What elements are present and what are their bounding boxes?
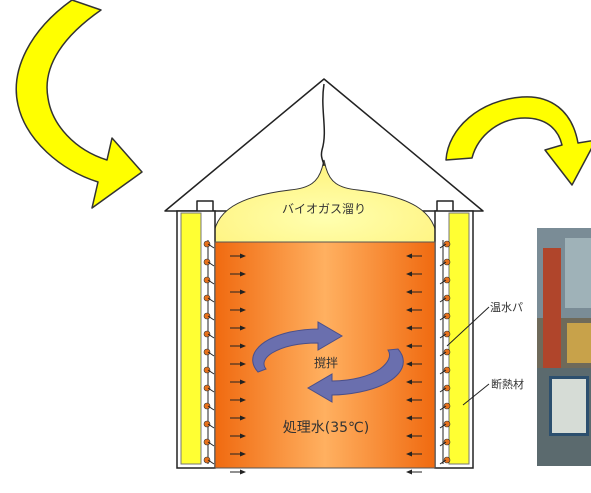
roof [164, 78, 484, 212]
heat-arrow-head [406, 379, 412, 385]
circular-arrows-icon [252, 321, 404, 403]
heater-dot [443, 348, 451, 356]
heat-arrow-head [240, 307, 246, 313]
biogas-dome [212, 159, 438, 243]
left-insulation [180, 212, 202, 465]
heat-arrow-head [406, 289, 412, 295]
heater-stub [207, 387, 215, 393]
heat-arrow-head [406, 469, 412, 475]
heater-dot [443, 384, 451, 392]
heater-dot [203, 330, 211, 338]
heat-arrow-head [406, 451, 412, 457]
heater-stub [207, 297, 215, 303]
hot-water-pipe-label: 温水パ [490, 301, 523, 314]
equipment-photo [537, 228, 591, 466]
heater-dot [443, 312, 451, 320]
heater-dot [203, 312, 211, 320]
insulation-leader [462, 383, 490, 406]
heat-arrow-head [406, 271, 412, 277]
heat-arrow-head [240, 289, 246, 295]
heater-stub [439, 315, 447, 321]
heat-arrow-head [406, 343, 412, 349]
heater-stub [439, 387, 447, 393]
hot-water-pipe-leader [446, 306, 490, 347]
heat-arrow-head [240, 361, 246, 367]
heat-arrow-head [406, 361, 412, 367]
heater-stub [439, 459, 447, 465]
right-heater-pipe [439, 240, 451, 465]
heater-stub [207, 315, 215, 321]
heat-arrow-head [406, 397, 412, 403]
heater-stub [439, 423, 447, 429]
left-curved-arrow-icon [15, 0, 143, 209]
heater-dot [443, 366, 451, 374]
heater-dot [203, 294, 211, 302]
heater-dot [443, 240, 451, 248]
heater-stub [439, 351, 447, 357]
heat-arrow-head [240, 271, 246, 277]
heat-arrow-head [406, 433, 412, 439]
heater-dot [203, 384, 211, 392]
heat-arrow-head [240, 379, 246, 385]
heater-dot [443, 276, 451, 284]
heater-dot [203, 456, 211, 464]
water-label: 処理水(35℃) [283, 420, 369, 436]
heater-stub [207, 459, 215, 465]
insulation-label: 断熱材 [491, 377, 524, 391]
heater-stub [207, 279, 215, 285]
heat-arrow-head [240, 469, 246, 475]
biogas-label: バイオガス溜り [282, 201, 366, 216]
heater-stub [439, 243, 447, 249]
heater-stub [439, 261, 447, 267]
heater-stub [207, 369, 215, 375]
heater-dot [443, 456, 451, 464]
heat-arrow-head [240, 397, 246, 403]
heater-stub [439, 441, 447, 447]
heater-dot [203, 420, 211, 428]
heat-arrow-head [406, 415, 412, 421]
heater-dot [443, 438, 451, 446]
heater-dot [443, 402, 451, 410]
right-insulation [448, 212, 470, 465]
stir-label: 撹拌 [314, 355, 338, 370]
heat-arrow-head [240, 451, 246, 457]
heater-dot [443, 330, 451, 338]
heater-stub [207, 423, 215, 429]
heater-stub [207, 351, 215, 357]
heat-arrow-head [406, 307, 412, 313]
heat-arrow-head [240, 433, 246, 439]
heat-arrow-head [240, 343, 246, 349]
heater-stub [439, 333, 447, 339]
heater-dot [203, 438, 211, 446]
heater-dot [443, 258, 451, 266]
heater-dot [203, 348, 211, 356]
heater-dot [443, 420, 451, 428]
heater-stub [207, 243, 215, 249]
heat-arrow-head [240, 325, 246, 331]
left-heater-pipe [203, 240, 215, 465]
heater-dot [203, 258, 211, 266]
heater-dot [443, 294, 451, 302]
heat-arrow-head [240, 415, 246, 421]
right-heat-arrows [406, 253, 422, 475]
heater-dot [203, 240, 211, 248]
heater-stub [439, 369, 447, 375]
heat-arrow-head [406, 253, 412, 259]
heater-stub [439, 279, 447, 285]
heater-stub [207, 441, 215, 447]
center-rod [320, 83, 326, 167]
heater-stub [439, 297, 447, 303]
left-heat-arrows [230, 253, 246, 475]
heater-dot [203, 402, 211, 410]
heat-arrow-head [240, 253, 246, 259]
heater-dot [203, 366, 211, 374]
heater-dot [203, 276, 211, 284]
heater-stub [207, 405, 215, 411]
heat-arrow-head [406, 325, 412, 331]
right-curved-arrow-icon [445, 96, 591, 186]
heater-stub [439, 405, 447, 411]
heater-stub [207, 333, 215, 339]
heater-stub [207, 261, 215, 267]
